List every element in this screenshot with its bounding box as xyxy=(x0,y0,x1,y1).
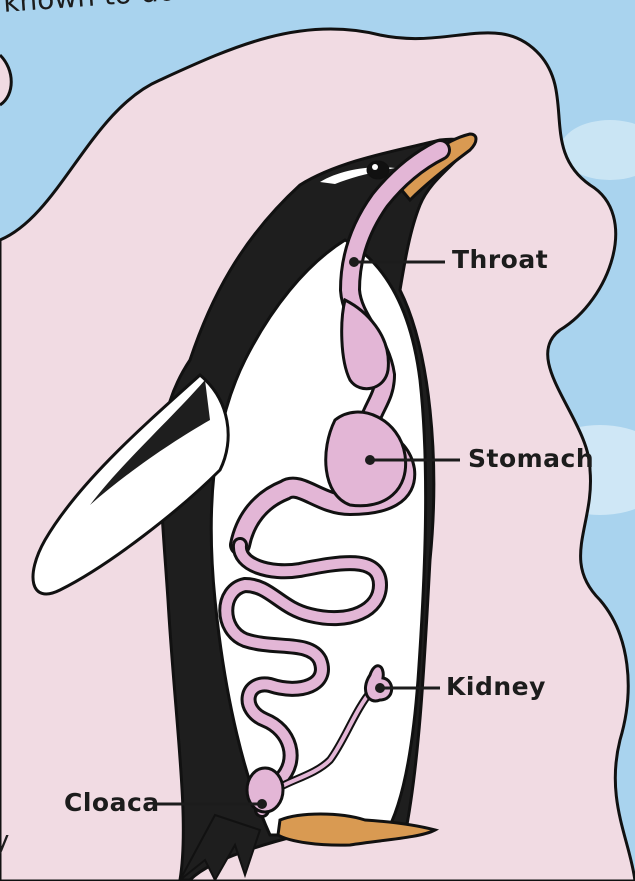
cloaca-label: Cloaca xyxy=(64,788,160,817)
eye-highlight xyxy=(372,164,378,170)
stomach-label: Stomach xyxy=(468,444,594,473)
left-blob-edge xyxy=(0,55,11,105)
stomach-dot xyxy=(365,455,375,465)
edge-fragment: y xyxy=(0,826,9,856)
kidney-dot xyxy=(375,683,385,693)
throat-label: Throat xyxy=(452,245,548,274)
cloaca-dot xyxy=(257,799,267,809)
kidney-label: Kidney xyxy=(446,672,546,701)
eye xyxy=(367,161,389,179)
throat-dot xyxy=(349,257,359,267)
